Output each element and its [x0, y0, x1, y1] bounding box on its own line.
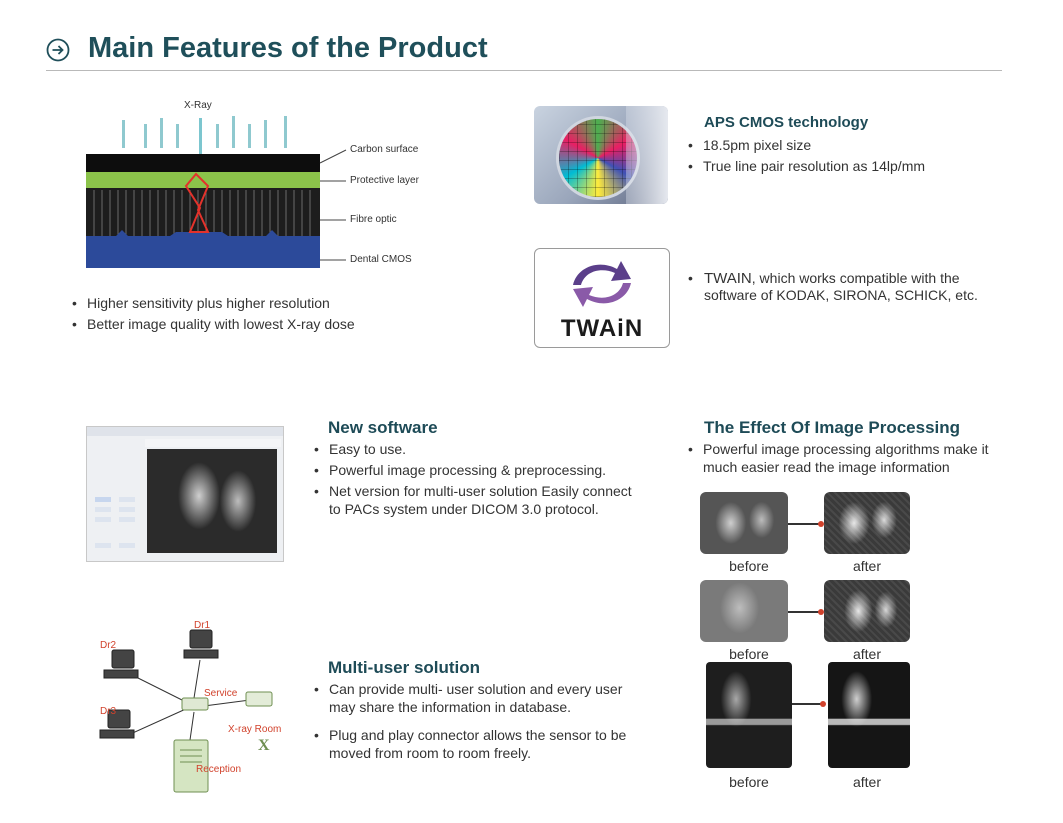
network-lines: X [99, 629, 273, 793]
list-item: Powerful image processing & preprocessin… [314, 461, 634, 479]
cmos-wafer-photo [534, 106, 668, 204]
sensor-diagram: X-Ray Carbon surface [86, 98, 446, 273]
xray-label: X-Ray [184, 100, 212, 111]
before-after-comparison: before after before after before after [700, 490, 920, 794]
twain-description: • TWAIN, which works compatible with the… [688, 270, 978, 303]
label-leaders [319, 149, 347, 261]
software-heading: New software [328, 418, 438, 437]
before-caption: before [729, 774, 769, 790]
svg-text:X: X [258, 737, 270, 754]
aps-bullets: 18.5pm pixel size True line pair resolut… [688, 136, 988, 178]
twain-logo-text: TWAiN [560, 315, 644, 342]
page-header: Main Features of the Product [46, 30, 1002, 71]
label-dental-cmos: Dental CMOS [350, 254, 412, 265]
effect-heading: The Effect Of Image Processing [704, 418, 961, 437]
twain-lead: TWAIN [704, 270, 752, 287]
twain-arrows-icon [573, 261, 631, 307]
sensor-bullets: Higher sensitivity plus higher resolutio… [72, 294, 452, 336]
label-xray-room: X-ray Room [228, 724, 282, 735]
list-item: Net version for multi-user solution Easi… [314, 482, 634, 518]
label-carbon-surface: Carbon surface [350, 144, 419, 155]
after-caption: after [852, 646, 881, 662]
after-caption: after [852, 558, 881, 574]
label-reception: Reception [196, 764, 242, 775]
effect-bullets: Powerful image processing algorithms mak… [688, 440, 1013, 479]
after-image [828, 662, 910, 768]
before-image [700, 492, 788, 554]
twain-text: , which works compatible with the softwa… [704, 270, 978, 303]
after-image [824, 580, 910, 642]
list-item: Plug and play connector allows the senso… [314, 726, 634, 762]
xray-preview-image [147, 449, 277, 553]
before-caption: before [729, 558, 769, 574]
label-fibre-optic: Fibre optic [350, 214, 397, 225]
list-item: True line pair resolution as 14lp/mm [688, 157, 988, 175]
label-dr1: Dr1 [194, 620, 211, 631]
list-item: Higher sensitivity plus higher resolutio… [72, 294, 452, 312]
list-item: Powerful image processing algorithms mak… [688, 440, 1013, 476]
list-item: Can provide multi- user solution and eve… [314, 680, 634, 716]
after-image [824, 492, 910, 554]
aps-heading: APS CMOS technology [704, 114, 869, 131]
label-dr2: Dr2 [100, 640, 117, 651]
software-screenshot [86, 426, 284, 562]
software-bullets: Easy to use. Powerful image processing &… [314, 440, 634, 521]
page-title: Main Features of the Product [88, 32, 488, 64]
list-item: Better image quality with lowest X-ray d… [72, 315, 452, 333]
label-service: Service [204, 688, 238, 699]
twain-logo: TWAiN [534, 248, 670, 348]
before-image [700, 580, 788, 642]
list-item: Easy to use. [314, 440, 634, 458]
circle-arrow-right-icon [46, 38, 70, 62]
before-caption: before [729, 646, 769, 662]
sensor-layers-illustration [86, 116, 320, 268]
multiuser-heading: Multi-user solution [328, 658, 481, 677]
label-dr3: Dr3 [100, 706, 117, 717]
label-protective-layer: Protective layer [350, 175, 419, 186]
network-diagram: X Dr1 Dr2 Dr3 Service X-ray Room Recepti… [90, 608, 290, 798]
before-image [706, 662, 792, 768]
after-caption: after [852, 774, 881, 790]
multiuser-bullets: Can provide multi- user solution and eve… [314, 680, 634, 765]
list-item: 18.5pm pixel size [688, 136, 988, 154]
